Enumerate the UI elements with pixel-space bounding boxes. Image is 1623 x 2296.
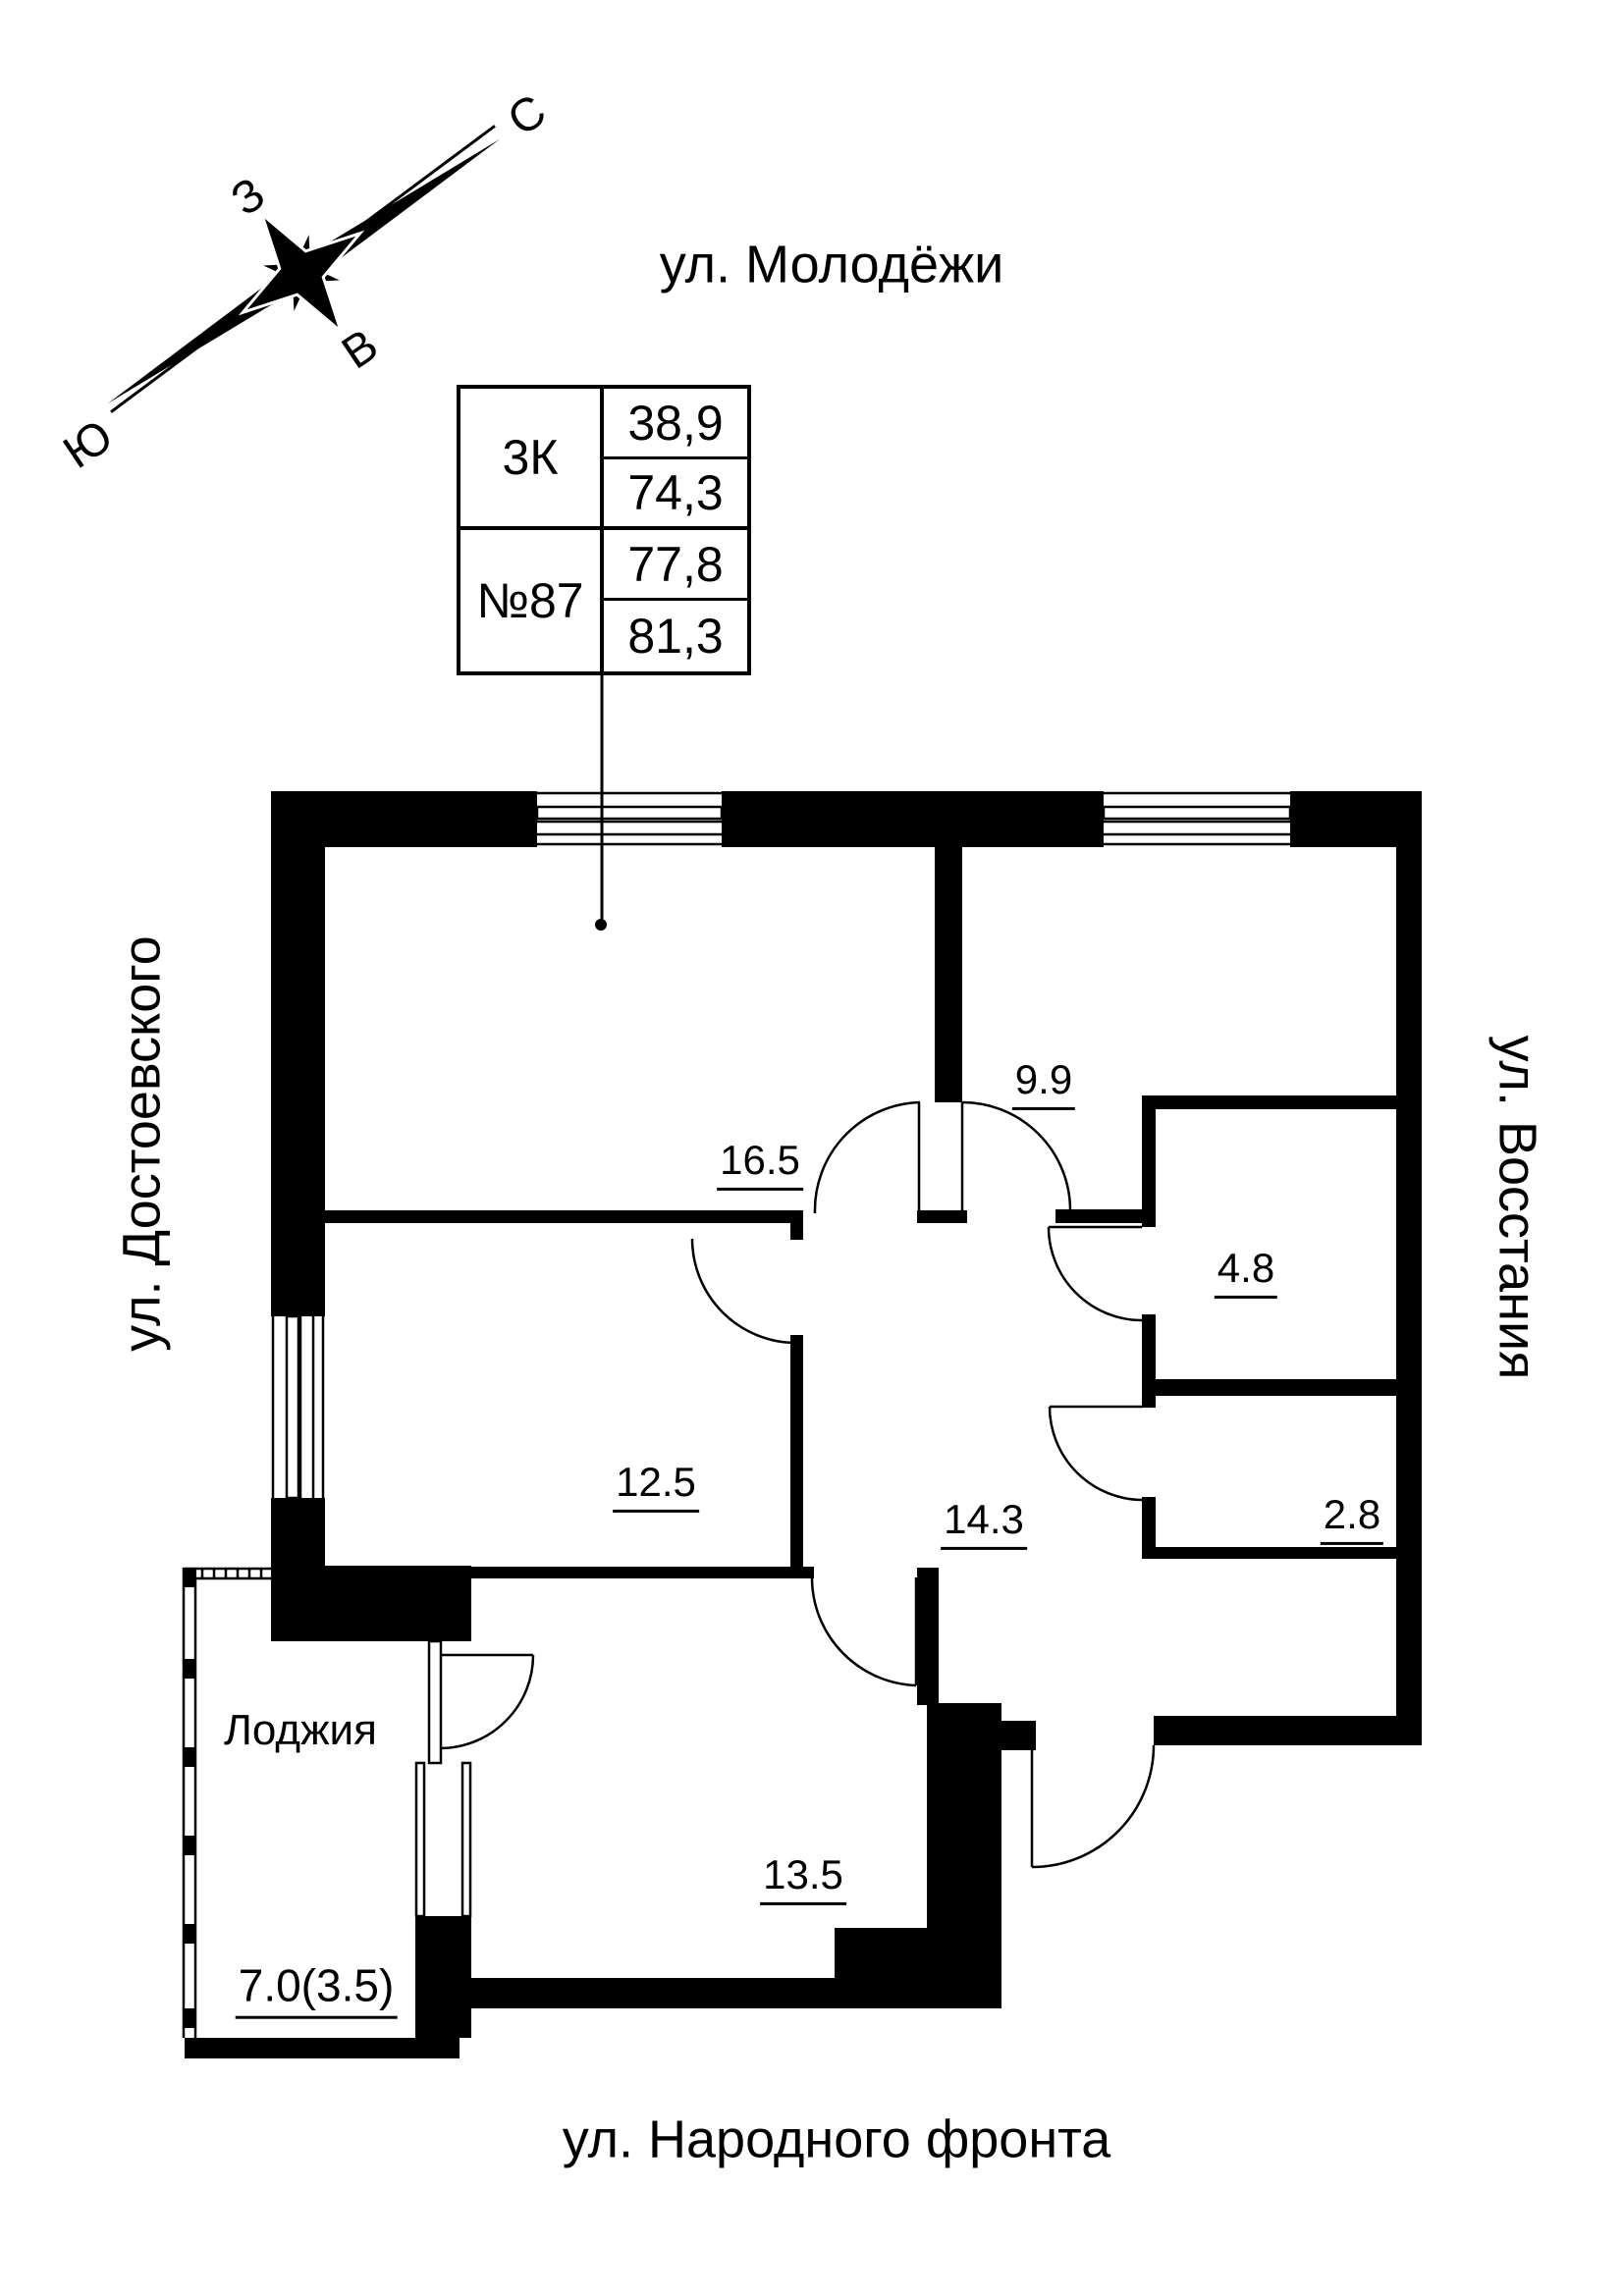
loggia-glazing: [182, 1567, 271, 2038]
door-living-room: [813, 1100, 921, 1214]
door-bathroom: [1047, 1225, 1143, 1322]
total-area-cell: 81,3: [627, 609, 724, 664]
window-top-left: [526, 791, 732, 846]
street-label-top: ул. Молодёжи: [659, 235, 1004, 294]
door-loggia: [439, 1653, 535, 1750]
door-bedroom: [690, 1238, 797, 1345]
room-area-corridor: 9.9: [1011, 1055, 1076, 1110]
doors: [439, 1100, 1156, 1869]
compass-south-label: Ю: [54, 409, 122, 478]
walls: [183, 791, 1422, 2058]
living-area-cell: 38,9: [604, 389, 747, 459]
windows: [182, 791, 1301, 2038]
street-label-left: ул. Достоевского: [112, 935, 172, 1352]
compass-star-main: [238, 209, 365, 337]
room-area-kitchen: 13.5: [760, 1850, 846, 1905]
door-hall-kitchen: [1030, 1744, 1156, 1869]
window-left: [271, 1307, 325, 1508]
street-label-bottom: ул. Народного фронта: [562, 2109, 1111, 2169]
loggia-door-window-assembly: [414, 1639, 472, 1918]
door-wc: [1048, 1405, 1144, 1502]
room-area-living-room: 16.5: [717, 1136, 803, 1191]
apartment-info-table: 3К №87 38,9 74,3 77,8 81,3: [457, 385, 751, 675]
area-without-loggia-cell: 74,3: [604, 459, 747, 530]
room-area-bedroom: 12.5: [613, 1458, 699, 1513]
room-area-hall: 14.3: [941, 1495, 1027, 1550]
leader-line: [595, 675, 607, 931]
window-top-right: [1093, 791, 1301, 846]
street-label-right: ул. Восстания: [1488, 1035, 1547, 1380]
compass-north-label: С: [498, 83, 555, 145]
room-area-bathroom: 4.8: [1214, 1244, 1278, 1299]
room-type-cell: 3К: [460, 389, 604, 530]
loggia-name-label: Лоджия: [224, 1705, 377, 1754]
door-kitchen: [810, 1576, 918, 1687]
room-area-wc: 2.8: [1320, 1490, 1384, 1545]
apartment-number-cell: №87: [460, 530, 604, 671]
door-corridor: [960, 1100, 1072, 1211]
loggia-area-label: 7.0(3.5): [235, 1959, 398, 2019]
area-with-coef-cell: 77,8: [604, 530, 747, 601]
